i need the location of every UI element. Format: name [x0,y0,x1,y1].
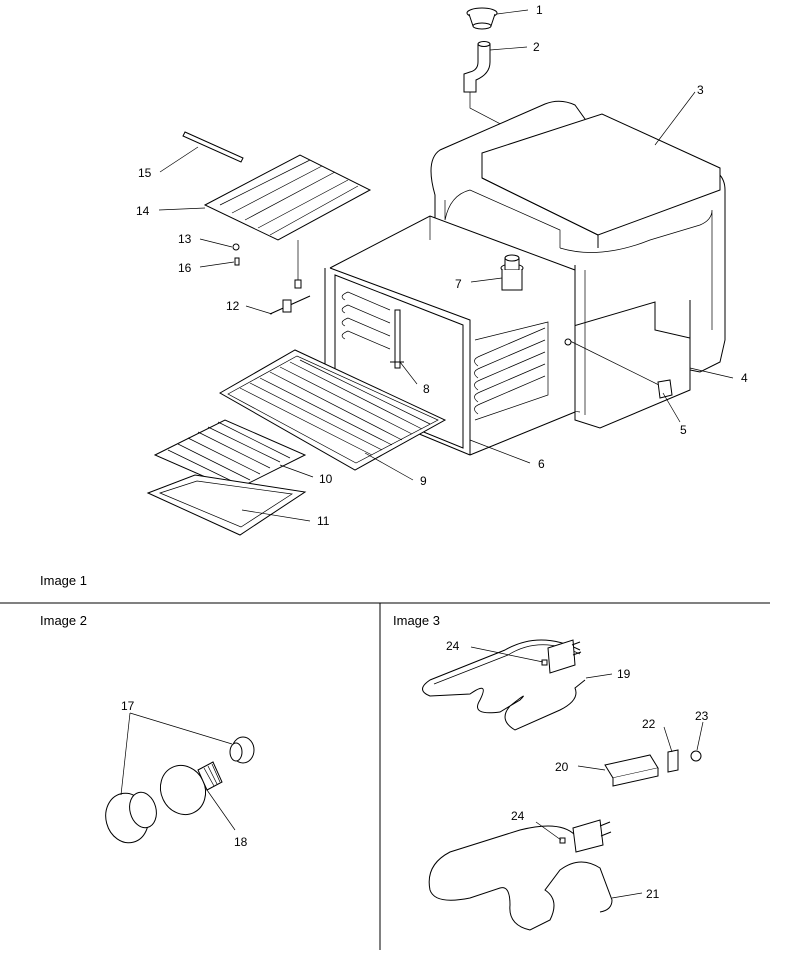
light-bulb-part [159,761,223,815]
callout-13: 13 [178,232,192,246]
callout-16: 16 [178,261,192,275]
image-1-caption: Image 1 [40,573,87,588]
lamp-socket-part [229,736,255,764]
callout-17: 17 [121,699,135,713]
side-vent-fins [474,327,546,415]
callout-1: 1 [536,3,543,17]
callout-21: 21 [646,887,660,901]
hinge-part [269,295,311,315]
heat-shield-part [203,154,372,289]
callout-12: 12 [226,299,240,313]
callout-20: 20 [555,760,569,774]
callout-8: 8 [423,382,430,396]
callout-4: 4 [741,371,748,385]
callout-9: 9 [420,474,427,488]
callout-10: 10 [319,472,333,486]
vent-tube-part [463,41,491,93]
screw-16-part [234,257,240,266]
callout-19: 19 [617,667,631,681]
callout-24-upper: 24 [446,639,460,653]
clip-part [182,131,244,163]
leader-lines-image1 [158,9,734,522]
callout-3: 3 [697,83,704,97]
broiler-insert-part [153,419,307,491]
image-2-caption: Image 2 [40,613,87,628]
callout-5: 5 [680,423,687,437]
rack-supports [341,291,391,350]
leader-lines-image3 [470,646,704,899]
nut-part [690,750,702,762]
lamp-cover-part [105,791,157,844]
broil-element-part [428,819,613,931]
broiler-pan-part [146,474,307,536]
callout-7: 7 [455,277,462,291]
leader-lines-image2 [120,712,236,831]
callout-14: 14 [136,204,150,218]
oven-sensor-part [390,309,404,369]
callout-23: 23 [695,709,709,723]
callout-24-lower: 24 [511,809,525,823]
bracket-part [564,338,673,399]
screw-24b-part [559,837,566,844]
terminal-block-part [604,754,659,787]
callout-11: 11 [317,514,330,528]
callout-18: 18 [234,835,248,849]
mounting-bracket-part [667,749,679,773]
callout-15: 15 [138,166,152,180]
screw-13-part [232,243,240,251]
oven-rack-part [218,349,447,471]
outer-wrapper-part [430,100,726,373]
vent-cap-part [466,7,498,30]
callout-22: 22 [642,717,656,731]
callout-6: 6 [538,457,545,471]
callout-2: 2 [533,40,540,54]
vent-collar-part [500,254,524,291]
screw-24a-part [541,659,548,666]
image-3-caption: Image 3 [393,613,440,628]
